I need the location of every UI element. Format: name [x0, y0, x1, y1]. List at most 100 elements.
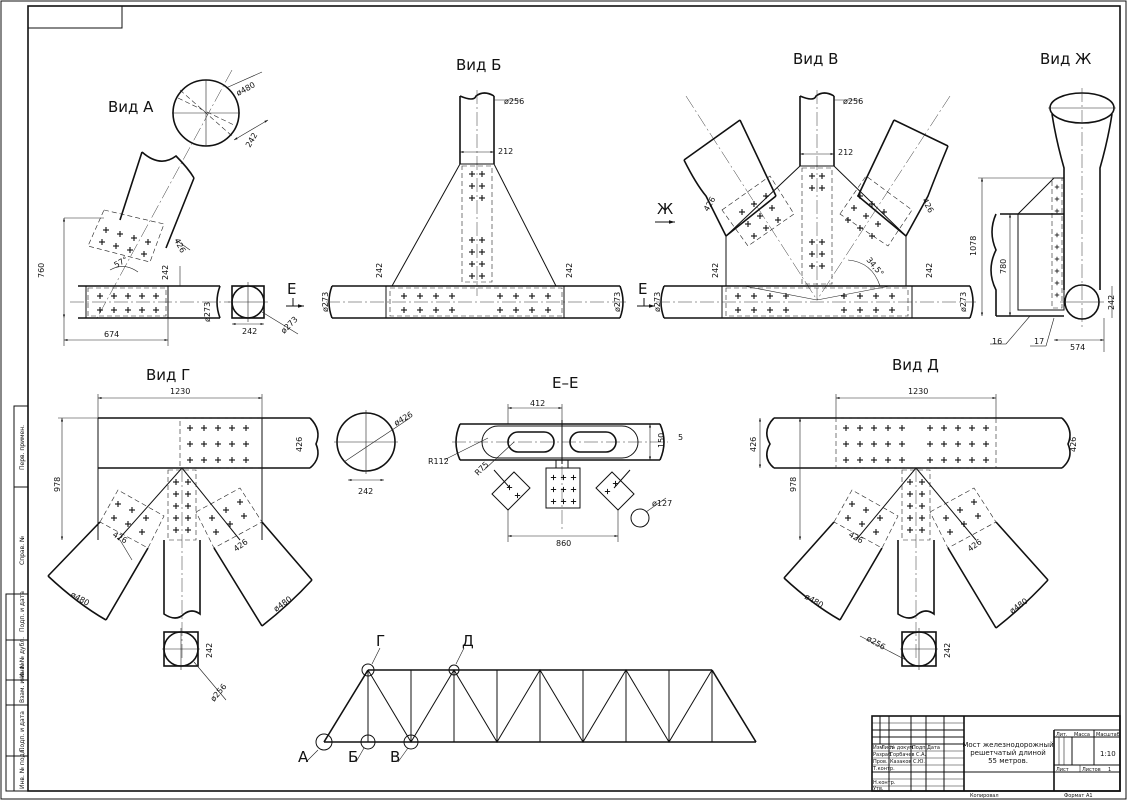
view-b-bolts: [400, 170, 552, 314]
dim-a-242-top: 242: [244, 131, 259, 149]
title-block: Изм Лист № докум. Подп. Дата Разраб. Гор…: [871, 715, 1121, 799]
leader-17: 17: [1034, 337, 1044, 346]
dim-g-426-right: 426: [232, 537, 250, 553]
dim-v-212: 212: [838, 148, 853, 157]
view-a-gusset: [87, 209, 165, 263]
truss-label-d: Д: [462, 632, 474, 650]
section-ee: Е–Е 412 150 5 R112 R75 ø127 860: [428, 374, 683, 548]
view-g-title: Вид Г: [146, 366, 190, 384]
view-b-gusset: [391, 163, 557, 287]
dim-a-674: 674: [104, 330, 119, 339]
dim-v-d256: ø256: [843, 97, 863, 106]
view-b-title: Вид Б: [456, 56, 501, 74]
dim-v-242-right: 242: [925, 263, 934, 278]
dim-zh-780: 780: [999, 259, 1008, 274]
dim-a-242-square: 242: [242, 327, 257, 336]
truss-node-a: [315, 733, 333, 751]
dim-ee-d127: ø127: [652, 499, 672, 508]
dim-d-d256: ø256: [865, 634, 887, 652]
view-d-title: Вид Д: [892, 356, 939, 374]
stamp-perv-primen: Перв. примен.: [19, 425, 26, 470]
dim-v-d273-left: ø273: [653, 292, 662, 312]
view-zh-title: Вид Ж: [1040, 50, 1091, 68]
truss-node-g: [361, 663, 375, 677]
dim-ee-860: 860: [556, 539, 571, 548]
dim-a-242-chord: 242: [161, 265, 170, 280]
dim-b-d256: ø256: [504, 97, 524, 106]
dim-a-760: 760: [37, 263, 46, 278]
tb-date: Дата: [927, 745, 940, 751]
dim-d-1230: 1230: [908, 387, 928, 396]
truss-label-a: А: [298, 748, 309, 766]
dim-d-426-right: 426: [1069, 437, 1078, 452]
tb-copied: Копировал: [970, 793, 999, 799]
truss-node-d: [448, 664, 460, 676]
tb-list: Лист: [881, 745, 894, 751]
stamp-sprav: Справ. №: [19, 536, 26, 565]
dim-g-1230: 1230: [170, 387, 190, 396]
dim-ee-412: 412: [530, 399, 545, 408]
tb-razrab-name: Горбачев С.А.: [890, 752, 926, 758]
tb-title-1: Мост железнодорожный: [962, 741, 1053, 749]
dim-g-d256: ø256: [209, 682, 229, 703]
stamp-podp-data: Подп. и дата: [19, 591, 26, 632]
dim-a-426: 426: [172, 237, 187, 255]
dim-g-d480-right: ø480: [272, 594, 294, 613]
view-v-bolts: [734, 172, 896, 314]
tb-title-2: решетчатый длиной: [970, 749, 1046, 757]
stamp-inv-podl: Инв. № подл.: [19, 748, 26, 789]
dim-b-212: 212: [498, 147, 513, 156]
view-v-title: Вид В: [793, 50, 838, 68]
section-ee-title: Е–Е: [552, 374, 578, 392]
side-stamp: Перв. примен. Справ. № Подп. и дата Инв.…: [5, 405, 29, 792]
truss-node-v: [403, 734, 419, 750]
dim-a-d273-square: ø273: [279, 315, 300, 336]
tb-prov-name: Казаков С.Ю.: [890, 759, 925, 765]
truss-label-b: Б: [348, 748, 358, 766]
stamp-vzam-inv: Взам. инв. №: [19, 662, 26, 703]
dim-a-d273: ø273: [203, 302, 212, 322]
dim-g-978: 978: [53, 477, 62, 492]
dim-ee-r112: R112: [428, 457, 449, 466]
dim-a-angle: 57°: [113, 255, 130, 270]
dim-d-426-right-diag: 426: [966, 537, 984, 553]
dim-g-d426: ø426: [393, 410, 415, 428]
marker-e-left: Е: [287, 280, 296, 298]
tb-doc: № докум.: [890, 745, 915, 751]
dim-v-angle: 34,5°: [864, 256, 885, 278]
marker-e-right: Е: [638, 280, 647, 298]
dim-b-d273-left: ø273: [321, 292, 330, 312]
dim-d-d480-right: ø480: [1008, 596, 1030, 615]
tb-title-3: 55 метров.: [988, 757, 1028, 765]
dim-g-426: 426: [295, 437, 304, 452]
dim-b-242-right: 242: [565, 263, 574, 278]
truss-scheme: А Б В Г Д: [298, 632, 757, 766]
tb-format: Формат: [1064, 793, 1084, 799]
view-g: Вид Г 1230 426 978 426 ø480 426 ø480: [47, 366, 415, 703]
tb-sheet: Лист: [1056, 767, 1069, 773]
truss-label-v: В: [390, 748, 400, 766]
dim-b-242-left: 242: [375, 263, 384, 278]
section-e-markers: Е Е: [286, 280, 655, 308]
dim-g-242: 242: [205, 643, 214, 658]
tb-nkontr: Н.контр.: [873, 780, 896, 786]
tb-lit: Лит.: [1056, 732, 1068, 738]
tb-format-val: А1: [1086, 793, 1093, 799]
dim-b-d273-right: ø273: [613, 292, 622, 312]
dim-ee-r75: R75: [473, 460, 491, 478]
dim-g-d480-left: ø480: [69, 590, 91, 608]
stamp-podp-data-2: Подп. и дата: [19, 711, 26, 752]
dim-v-426-left: 426: [702, 195, 717, 213]
view-zh-bolts: [1054, 184, 1060, 298]
dim-v-242-left: 242: [711, 263, 720, 278]
dim-g-426-left: 426: [111, 530, 129, 545]
view-a-bolts: [96, 226, 160, 314]
tb-izm: Изм: [873, 745, 883, 751]
view-zh: Вид Ж 1078 780 574 242 16 17: [969, 50, 1116, 352]
dim-v-d273-right: ø273: [959, 292, 968, 312]
top-stamp-box: [27, 5, 123, 29]
tb-sheets-num: 1: [1108, 767, 1111, 773]
leader-16: 16: [992, 337, 1002, 346]
tb-sheets: Листов: [1082, 767, 1101, 773]
